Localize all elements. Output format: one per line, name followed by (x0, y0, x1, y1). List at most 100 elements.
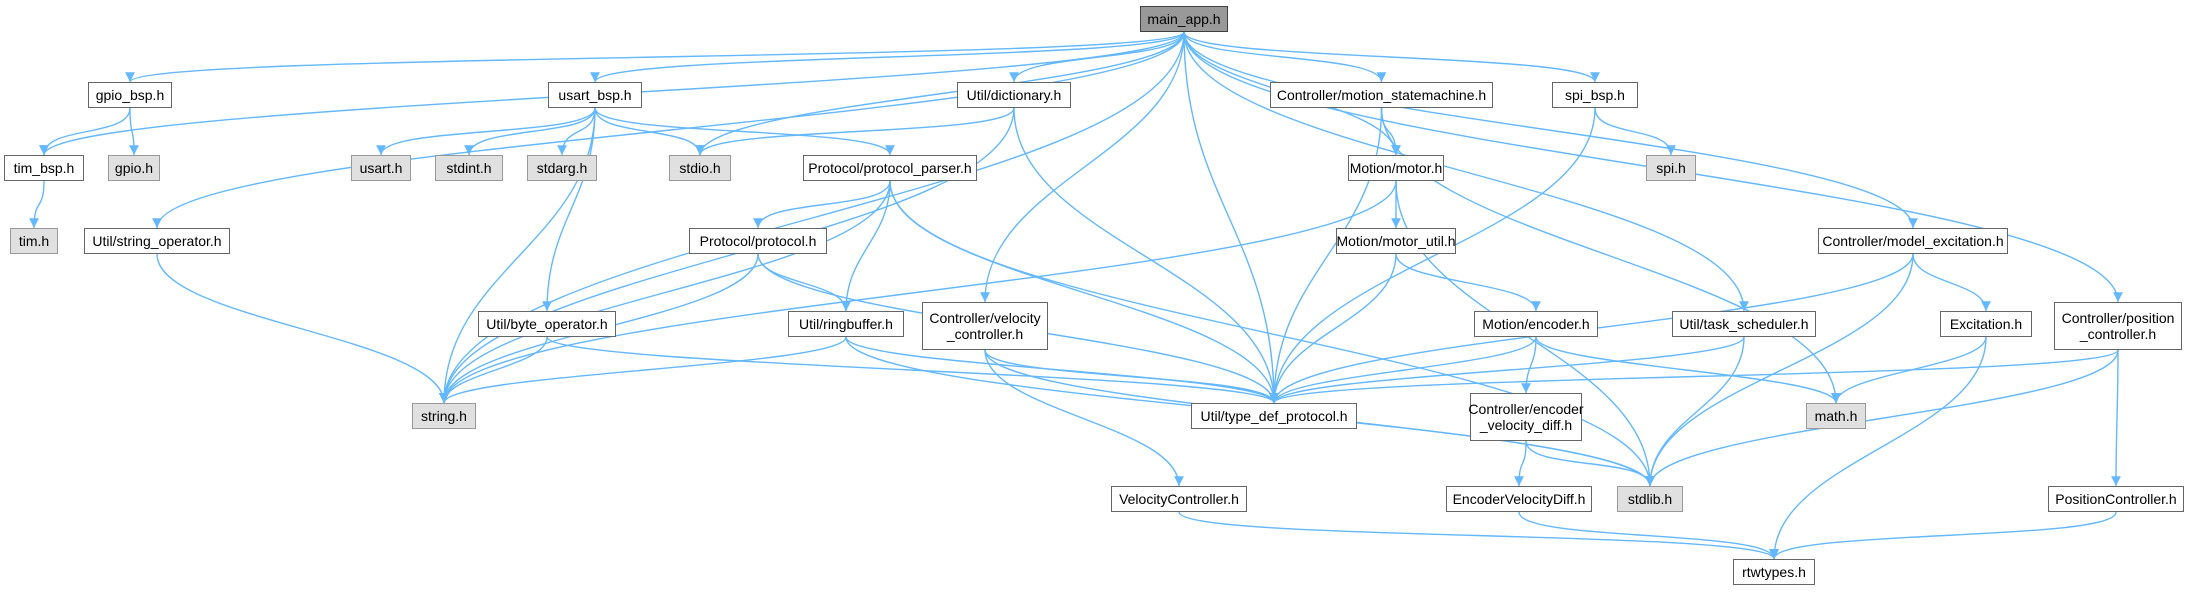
node-label: main_app.h (1147, 11, 1221, 27)
node-motor-util[interactable]: Motion/motor_util.h (1336, 228, 1456, 254)
edge-model_excitation-to-stdlib_h (1645, 253, 1914, 487)
edge-dictionary-to-stdio_h (695, 107, 1015, 156)
node-string-operator[interactable]: Util/string_operator.h (84, 228, 230, 254)
node-ringbuffer[interactable]: Util/ringbuffer.h (788, 311, 904, 337)
node-label: stdint.h (446, 160, 492, 176)
node-label: Excitation.h (1949, 316, 2023, 332)
node-label: Protocol/protocol.h (699, 233, 817, 249)
node-spi-bsp[interactable]: spi_bsp.h (1552, 82, 1638, 108)
node-byte-operator[interactable]: Util/byte_operator.h (478, 311, 616, 337)
node-label: _velocity_diff.h (1479, 417, 1573, 433)
node-math-h[interactable]: math.h (1806, 403, 1866, 429)
node-motor[interactable]: Motion/motor.h (1348, 155, 1444, 181)
node-stdarg-h[interactable]: stdarg.h (527, 155, 597, 181)
edge-string_operator-to-string_h (156, 253, 449, 404)
node-label: gpio.h (114, 160, 154, 176)
node-excitation[interactable]: Excitation.h (1940, 311, 2032, 337)
node-gpio-h[interactable]: gpio.h (108, 155, 160, 181)
node-position-controller[interactable]: Controller/position_controller.h (2054, 302, 2182, 350)
edge-dictionary-to-type_def_protocol (1013, 107, 1279, 404)
edge-main_app-to-usart_bsp (590, 31, 1185, 83)
edge-excitation-to-rtwtypes (1769, 336, 1987, 560)
node-tim-h[interactable]: tim.h (10, 228, 58, 254)
node-label: usart_bsp.h (558, 87, 632, 103)
edge-main_app-to-gpio_bsp (125, 31, 1185, 83)
node-spi-h[interactable]: spi.h (1646, 155, 1696, 181)
edge-usart_bsp-to-usart_h (376, 107, 596, 156)
edge-position_controller-to-stdlib_h (1645, 349, 2119, 487)
edge-encoder-to-encoder_velocity_diff (1521, 336, 1537, 394)
edge-spi_bsp-to-type_def_protocol (1269, 107, 1596, 404)
node-motion-statemachine[interactable]: Controller/motion_statemachine.h (1270, 82, 1493, 108)
node-gpio-bsp[interactable]: gpio_bsp.h (88, 82, 172, 108)
node-stdint-h[interactable]: stdint.h (435, 155, 503, 181)
edge-main_app-to-motion_statemachine (1183, 31, 1387, 83)
edge-task_scheduler-to-stdlib_h (1645, 336, 1745, 487)
edge-protocol_parser-to-string_h (439, 180, 891, 404)
edge-model_excitation-to-excitation (1912, 253, 1991, 312)
node-EncoderVelocityDiff[interactable]: EncoderVelocityDiff.h (1446, 486, 1592, 512)
edge-spi_bsp-to-spi_h (1594, 107, 1676, 156)
node-main-app[interactable]: main_app.h (1140, 6, 1228, 32)
node-protocol-parser[interactable]: Protocol/protocol_parser.h (803, 155, 977, 181)
edge-position_controller-to-PositionController (2111, 349, 2121, 487)
node-label: tim.h (18, 233, 50, 249)
edge-encoder-to-type_def_protocol (1269, 336, 1537, 404)
edge-motor_util-to-type_def_protocol (1269, 253, 1397, 404)
edge-gpio_bsp-to-gpio_h (129, 107, 139, 156)
node-stdio-h[interactable]: stdio.h (669, 155, 731, 181)
node-usart-bsp[interactable]: usart_bsp.h (548, 82, 642, 108)
edge-EncoderVelocityDiff-to-rtwtypes (1518, 511, 1779, 560)
node-dictionary[interactable]: Util/dictionary.h (957, 82, 1071, 108)
edge-position_controller-to-type_def_protocol (1269, 349, 2119, 404)
node-model-excitation[interactable]: Controller/model_excitation.h (1818, 228, 2008, 254)
node-velocity-controller[interactable]: Controller/velocity_controller.h (922, 302, 1048, 350)
node-VelocityController[interactable]: VelocityController.h (1111, 486, 1247, 512)
edge-encoder-to-math_h (1535, 336, 1841, 404)
edge-motor-to-string_h (439, 180, 1397, 404)
edge-motor_util-to-encoder (1395, 253, 1541, 312)
node-label: Motion/motor.h (1349, 160, 1443, 176)
edge-motion_statemachine-to-motor (1380, 107, 1401, 156)
edge-PositionController-to-rtwtypes (1769, 511, 2117, 560)
node-label: stdlib.h (1627, 491, 1673, 507)
edge-main_app-to-velocity_controller (980, 31, 1185, 303)
node-label: _controller.h (946, 326, 1024, 342)
node-encoder[interactable]: Motion/encoder.h (1474, 311, 1598, 337)
edge-usart_bsp-to-stdint_h (464, 107, 596, 156)
edge-protocol_parser-to-protocol (753, 180, 891, 229)
node-label: rtwtypes.h (1742, 564, 1806, 580)
node-label: Motion/motor_util.h (1336, 233, 1456, 249)
edge-usart_bsp-to-stdarg_h (557, 107, 596, 156)
node-label: stdarg.h (536, 160, 588, 176)
node-label: EncoderVelocityDiff.h (1452, 491, 1586, 507)
edge-tim_bsp-to-tim_h (29, 180, 45, 229)
node-label: Util/ringbuffer.h (799, 316, 893, 332)
node-string-h[interactable]: string.h (412, 403, 476, 429)
node-type-def-protocol[interactable]: Util/type_def_protocol.h (1191, 403, 1357, 429)
node-PositionController[interactable]: PositionController.h (2048, 486, 2184, 512)
edge-protocol_parser-to-ringbuffer (841, 180, 891, 312)
edge-task_scheduler-to-type_def_protocol (1269, 336, 1745, 404)
node-stdlib-h[interactable]: stdlib.h (1617, 486, 1683, 512)
edge-main_app-to-stdio_h (695, 31, 1185, 156)
edge-excitation-to-math_h (1831, 336, 1987, 404)
node-label: VelocityController.h (1119, 491, 1239, 507)
edge-main_app-to-model_excitation (1183, 31, 1918, 229)
node-label: Controller/model_excitation.h (1822, 233, 2004, 249)
node-label: gpio_bsp.h (95, 87, 165, 103)
node-encoder-velocity-diff[interactable]: Controller/encoder_velocity_diff.h (1468, 393, 1584, 441)
node-label: Controller/encoder (1468, 401, 1584, 417)
node-label: Util/type_def_protocol.h (1200, 408, 1348, 424)
node-tim-bsp[interactable]: tim_bsp.h (4, 155, 84, 181)
node-rtwtypes[interactable]: rtwtypes.h (1733, 559, 1815, 585)
node-protocol[interactable]: Protocol/protocol.h (689, 228, 827, 254)
node-label: Util/dictionary.h (966, 87, 1062, 103)
edge-dictionary-to-string_h (439, 107, 1015, 404)
node-task-scheduler[interactable]: Util/task_scheduler.h (1672, 311, 1816, 337)
node-usart-h[interactable]: usart.h (351, 155, 411, 181)
node-label: usart.h (359, 160, 403, 176)
edge-protocol_parser-to-stdlib_h (889, 180, 1655, 487)
